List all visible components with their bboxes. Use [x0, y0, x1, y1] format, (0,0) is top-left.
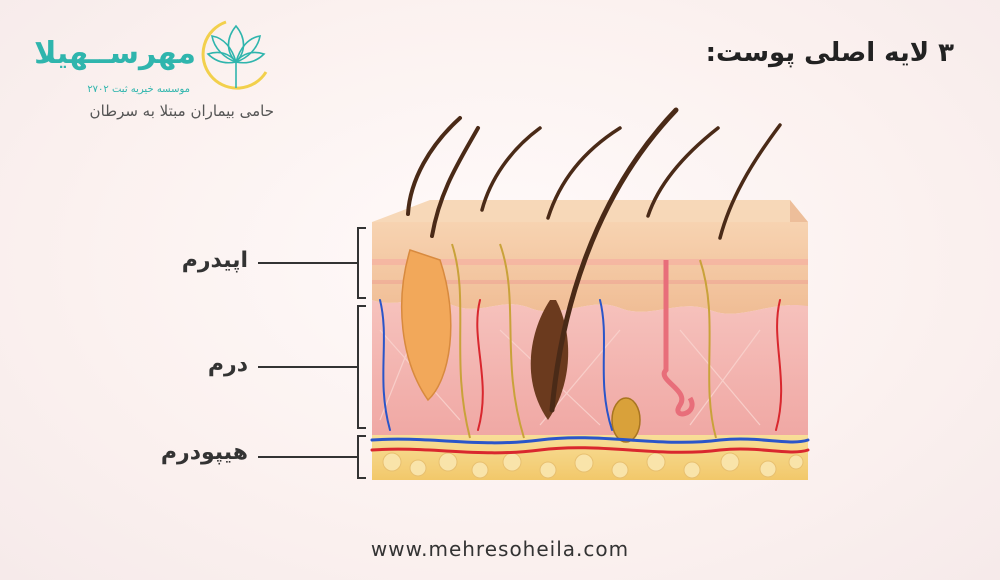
nerve-fibers — [451, 243, 717, 439]
label-dermis: درم — [207, 352, 248, 377]
leader-lines — [258, 262, 358, 458]
bracket-epidermis — [357, 227, 366, 299]
hair-follicle — [530, 300, 569, 420]
brand-name: مهرســهیلا — [34, 36, 196, 71]
epidermis-layer — [372, 222, 808, 314]
footer-url[interactable]: www.mehresoheila.com — [370, 537, 630, 561]
page-title: ۳ لایه اصلی پوست: — [705, 38, 954, 68]
sebaceous-gland — [400, 249, 452, 402]
label-hypodermis: هیپودرم — [160, 440, 248, 465]
brand-tagline: حامی بیماران مبتلا به سرطان — [89, 102, 274, 120]
layer-brackets — [357, 227, 366, 479]
sweat-gland — [661, 260, 695, 417]
lotus-icon — [201, 20, 268, 90]
brand-logo: مهرســهیلا موسسه خیریه ثبت ۲۷۰۲ حامی بیم… — [24, 14, 274, 124]
blood-vessels — [370, 299, 810, 455]
corpuscle — [611, 397, 641, 443]
fat-cells — [382, 452, 804, 479]
dermis-layer — [372, 298, 808, 435]
skin-surface — [372, 200, 808, 222]
hair-strands — [406, 107, 782, 413]
bracket-hypodermis — [357, 435, 366, 479]
label-epidermis: اپیدرم — [181, 248, 248, 273]
bracket-dermis — [357, 305, 366, 429]
brand-registration: موسسه خیریه ثبت ۲۷۰۲ — [87, 84, 190, 95]
